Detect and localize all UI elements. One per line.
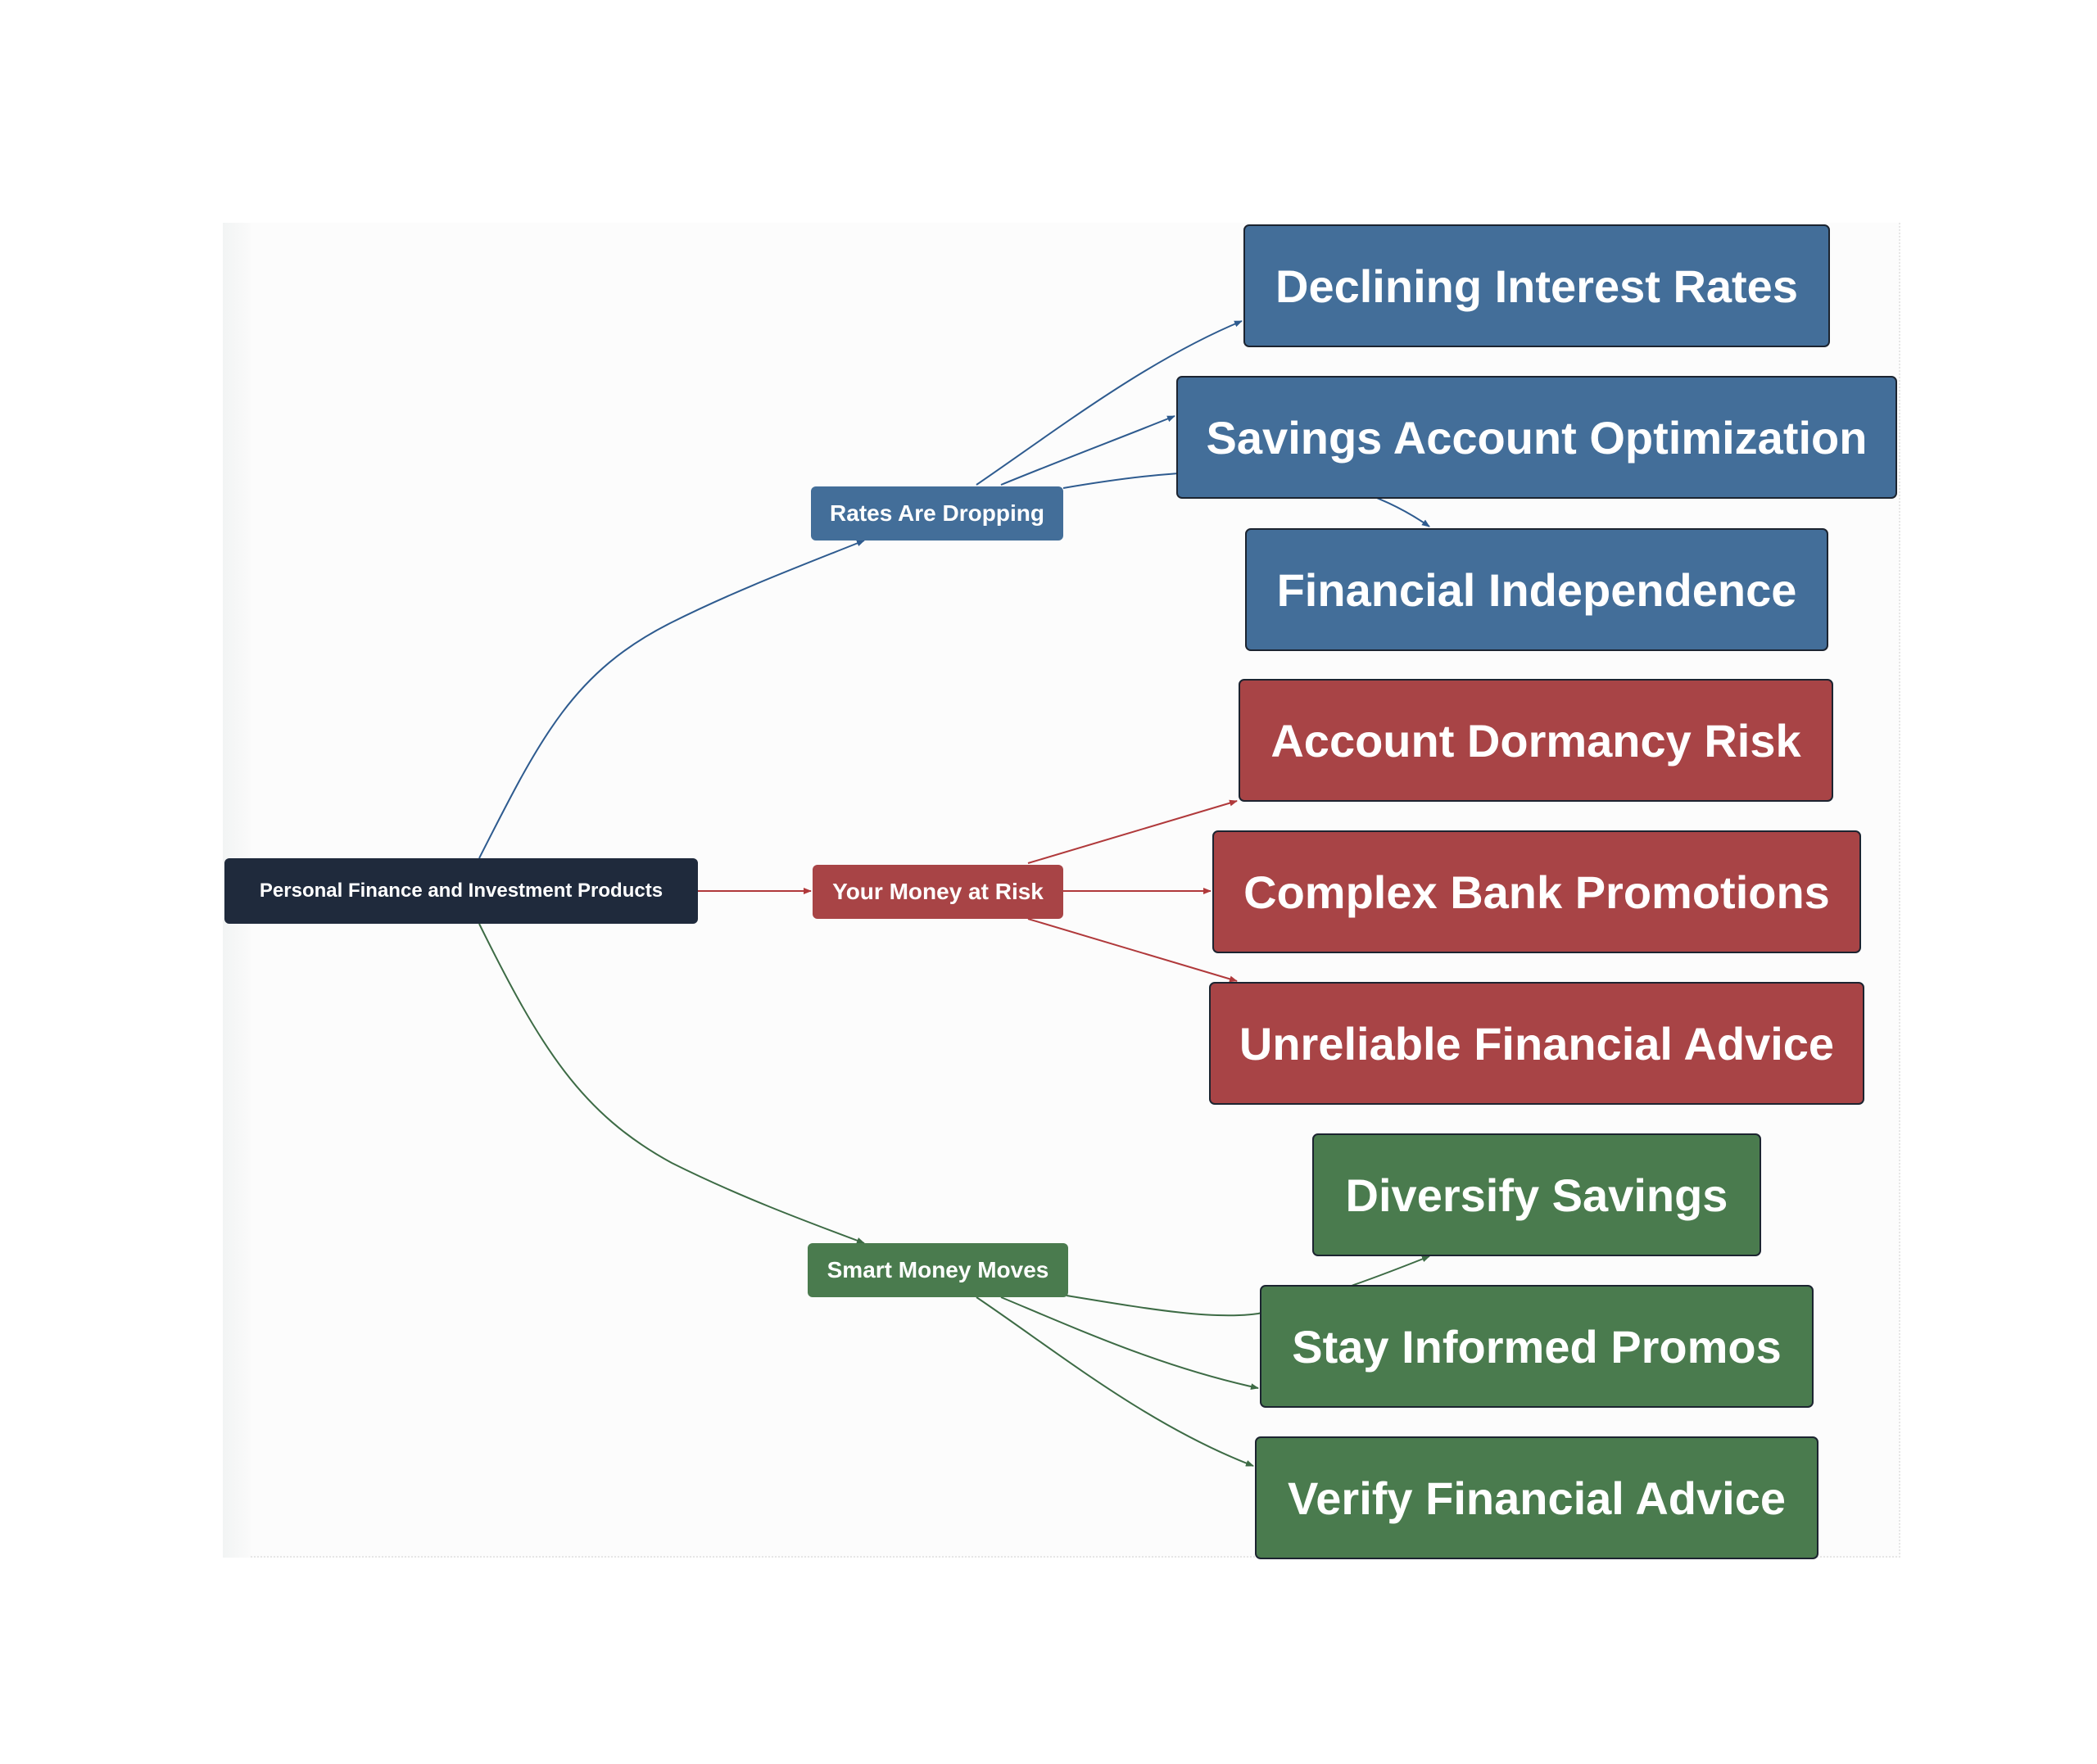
leaf-label: Unreliable Financial Advice [1239,1017,1835,1070]
root-node[interactable]: Personal Finance and Investment Products [224,858,698,924]
edge-risk-to-dormancy [1027,799,1238,864]
branch-label: Your Money at Risk [832,879,1044,904]
leaf-label: Stay Informed Promos [1292,1320,1782,1373]
edge-rates-to-declining [976,320,1243,486]
leaf-node-dormancy-risk[interactable]: Account Dormancy Risk [1239,679,1833,802]
panel-border-bottom [251,1556,1900,1558]
edge-root-to-smart [478,923,865,1244]
edge-risk-to-advice [1027,918,1238,983]
leaf-node-savings-optimization[interactable]: Savings Account Optimization [1176,376,1897,499]
leaf-label: Financial Independence [1276,563,1797,616]
edge-smart-to-diversify [1066,1255,1430,1317]
edge-smart-to-verify [976,1296,1254,1467]
leaf-label: Complex Bank Promotions [1243,866,1830,918]
panel-border-right [1899,223,1900,1558]
edge-rates-to-savings [1000,415,1175,486]
leaf-node-declining-rates[interactable]: Declining Interest Rates [1243,224,1830,347]
leaf-label: Declining Interest Rates [1275,260,1798,312]
branch-label: Rates Are Dropping [830,500,1044,526]
leaf-node-financial-independence[interactable]: Financial Independence [1245,528,1828,651]
leaf-label: Diversify Savings [1345,1169,1728,1221]
edge-root-to-rates [478,540,865,859]
branch-node-rates[interactable]: Rates Are Dropping [811,486,1063,541]
leaf-node-stay-informed[interactable]: Stay Informed Promos [1260,1285,1814,1408]
leaf-label: Verify Financial Advice [1288,1472,1786,1524]
leaf-node-diversify-savings[interactable]: Diversify Savings [1312,1133,1761,1256]
branch-node-risk[interactable]: Your Money at Risk [813,865,1063,919]
leaf-node-bank-promotions[interactable]: Complex Bank Promotions [1212,830,1861,953]
branch-label: Smart Money Moves [827,1257,1049,1282]
root-node-label: Personal Finance and Investment Products [259,880,664,902]
leaf-label: Savings Account Optimization [1206,411,1868,464]
edge-smart-to-informed [1000,1296,1259,1391]
leaf-label: Account Dormancy Risk [1270,714,1801,767]
leaf-node-verify-advice[interactable]: Verify Financial Advice [1255,1436,1818,1559]
branch-node-smart[interactable]: Smart Money Moves [808,1243,1068,1297]
leaf-node-unreliable-advice[interactable]: Unreliable Financial Advice [1209,982,1864,1105]
